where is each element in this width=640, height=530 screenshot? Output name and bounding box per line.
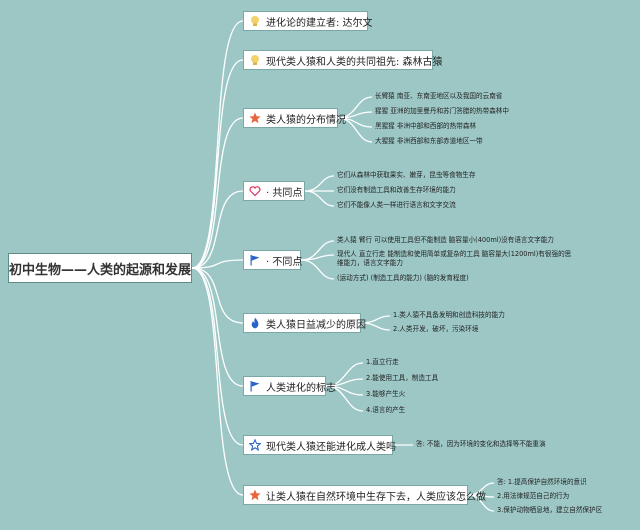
connector-root-branch-5 <box>191 259 244 269</box>
star-icon <box>249 112 261 124</box>
branch-label: · 共同点 <box>266 187 303 199</box>
connector-branch-leaf <box>337 117 373 143</box>
lightbulb-icon <box>249 15 261 27</box>
leaf-item[interactable]: 2.人类开发，破坏，污染环境 <box>393 325 479 333</box>
leaf-item[interactable]: 3.保护动物栖息地，建立自然保护区 <box>497 506 603 514</box>
connector-root-branch-2 <box>191 59 244 269</box>
branch-label: 人类进化的标志 <box>266 382 336 394</box>
flag-icon <box>249 380 261 392</box>
branch-topic-3[interactable]: 类人猿的分布情况 <box>243 108 346 128</box>
leaf-item[interactable]: 大猩猩 非洲西部和东部赤道地区一带 <box>375 137 483 145</box>
branch-label: 现代类人猿还能进化成人类吗 <box>266 441 396 453</box>
branch-topic-5[interactable]: · 不同点 <box>243 250 303 270</box>
leaf-item[interactable]: 黑猩猩 非洲中部和西部的热带森林 <box>375 122 477 130</box>
branch-topic-6[interactable]: 类人猿日益减少的原因 <box>243 313 366 333</box>
connector-root-branch-8 <box>191 267 244 446</box>
connector-root-branch-6 <box>191 267 244 324</box>
connector-root-branch-4 <box>191 190 244 269</box>
heart-icon <box>249 185 261 197</box>
leaf-item[interactable]: 2.能使用工具，制造工具 <box>366 374 439 382</box>
leaf-item[interactable]: 现代人 直立行走 能制造和使用简单或复杂的工具 脑容量大(1200ml)有很强的… <box>337 250 572 267</box>
leaf-item[interactable]: 猩猩 亚洲的加里曼丹和苏门答腊的热带森林中 <box>375 107 509 115</box>
connector-branch-leaf <box>360 322 391 331</box>
branch-label: 类人猿的分布情况 <box>266 114 346 126</box>
flame-icon <box>249 317 261 329</box>
connector-root-branch-7 <box>191 267 244 387</box>
branch-topic-8[interactable]: 现代类人猿还能进化成人类吗 <box>243 435 396 455</box>
branch-topic-9[interactable]: 让类人猿在自然环境中生存下去，人类应该怎么做 <box>243 485 486 505</box>
branch-topic-2[interactable]: 现代类人猿和人类的共同祖先: 森林古猿 <box>243 50 443 70</box>
leaf-item[interactable]: 1.类人猿不具备发明和创造科技的能力 <box>393 311 505 319</box>
leaf-item[interactable]: 类人猿 臂行 可以使用工具但不能制造 脑容量小(400ml)没有语言文字能力 <box>337 236 554 244</box>
branch-label: · 不同点 <box>266 256 303 268</box>
leaf-item[interactable]: 它们从森林中获取果实、嫩芽，昆虫等食物生存 <box>337 171 476 179</box>
leaf-item[interactable]: 它们不能像人类一样进行语言和文字交流 <box>337 201 456 209</box>
leaf-item[interactable]: 2.用法律规范自己的行为 <box>497 492 570 500</box>
leaf-item[interactable]: (运动方式) (制造工具的能力) (脑的发育程度) <box>337 274 469 282</box>
leaf-item[interactable]: 1.直立行走 <box>366 358 399 366</box>
connector-branch-leaf <box>325 385 364 412</box>
star-icon <box>249 489 261 501</box>
leaf-item[interactable]: 长臂猿 南亚、东南亚地区以及我国的云南省 <box>375 92 503 100</box>
connector-root-branch-9 <box>191 267 244 496</box>
branch-label: 让类人猿在自然环境中生存下去，人类应该怎么做 <box>266 491 486 503</box>
leaf-item[interactable]: 答: 不能，因为环境的变化和选择等不能重演 <box>416 440 546 448</box>
connector-root-branch-3 <box>191 117 244 269</box>
branch-topic-7[interactable]: 人类进化的标志 <box>243 376 336 396</box>
connector-branch-leaf <box>300 254 335 261</box>
connector-root-branch-1 <box>191 20 244 269</box>
branch-label: 现代类人猿和人类的共同祖先: 森林古猿 <box>266 56 443 68</box>
branch-topic-4[interactable]: · 共同点 <box>243 181 305 201</box>
branch-label: 进化论的建立者: 达尔文 <box>266 17 373 29</box>
leaf-item[interactable]: 4.语言的产生 <box>366 406 406 414</box>
connector-branch-leaf <box>467 494 495 512</box>
connector-branch-leaf <box>304 190 335 207</box>
connector-branch-leaf <box>300 259 335 280</box>
branch-topic-1[interactable]: 进化论的建立者: 达尔文 <box>243 11 373 31</box>
star-outline-icon <box>249 439 261 451</box>
lightbulb-icon <box>249 54 261 66</box>
flag-icon <box>249 254 261 266</box>
connector-branch-leaf <box>304 175 335 192</box>
root-topic[interactable]: 初中生物——人类的起源和发展 <box>8 253 192 283</box>
root-title: 初中生物——人类的起源和发展 <box>9 262 192 278</box>
leaf-item[interactable]: 它们没有制造工具和改善生存环境的能力 <box>337 186 456 194</box>
leaf-item[interactable]: 3.能够产生火 <box>366 390 406 398</box>
leaf-item[interactable]: 答: 1.提高保护自然环境的意识 <box>497 478 587 486</box>
branch-label: 类人猿日益减少的原因 <box>266 319 366 331</box>
